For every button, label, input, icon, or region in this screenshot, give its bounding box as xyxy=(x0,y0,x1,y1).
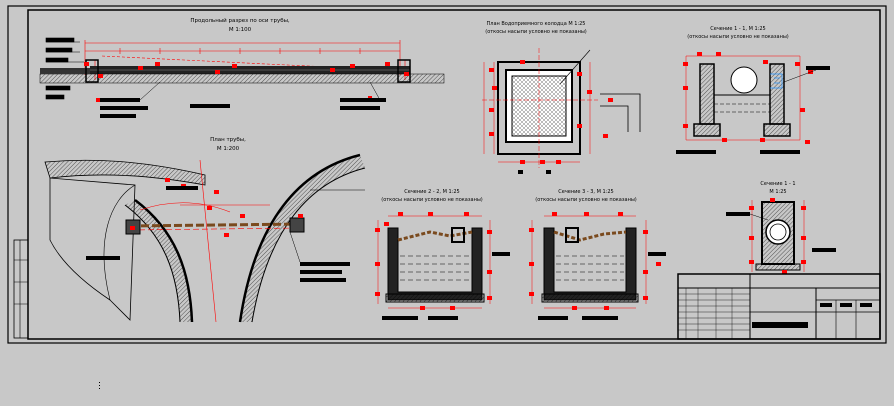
section-1-1-small: Сечение 1 - 1 М 1:25 xyxy=(726,181,836,274)
stray-marks xyxy=(99,382,100,389)
section-2-2-title: Сечение 2 - 2, М 1:25 xyxy=(404,189,459,195)
well-plan-title: План Водоприемного колодца М 1:25 xyxy=(486,21,585,27)
section-3-3-title: Сечение 3 - 3, М 1:25 xyxy=(558,189,613,195)
outer-frame xyxy=(7,5,887,344)
section-2-2: Сечение 2 - 2, М 1:25 (откосы насыпи усл… xyxy=(375,189,510,320)
longitudinal-title: Продольный разрез по оси трубы, xyxy=(190,17,290,24)
left-stamp-column xyxy=(13,239,29,339)
section-3-3: Сечение 3 - 3, М 1:25 (откосы насыпи усл… xyxy=(529,189,666,320)
section-1-1: Сечение 1 - 1, М 1:25 (откосы насыпи усл… xyxy=(676,26,830,154)
section-1-1-small-title: Сечение 1 - 1 xyxy=(760,181,795,187)
section-2-2-note: (откосы насыпи условно не показаны) xyxy=(381,197,483,203)
section-1-1-title: Сечение 1 - 1, М 1:25 xyxy=(710,26,765,32)
well-plan-note: (откосы насыпи условно не показаны) xyxy=(485,29,587,35)
longitudinal-scale: М 1:100 xyxy=(229,27,252,33)
pipe-plan-dimensions xyxy=(139,159,270,323)
pipe-plan-title: План трубы, xyxy=(210,137,246,143)
section-3-3-note: (откосы насыпи условно не показаны) xyxy=(535,197,637,203)
inner-frame xyxy=(27,9,881,340)
longitudinal-ground xyxy=(39,73,445,84)
section-1-1-note: (откосы насыпи условно не показаны) xyxy=(687,34,789,40)
section-1-1-small-scale: М 1:25 xyxy=(769,189,786,195)
title-block xyxy=(677,273,881,340)
longitudinal-callouts-left xyxy=(45,37,84,100)
longitudinal-callouts-bottom xyxy=(100,81,386,118)
blue-annotation xyxy=(770,73,783,89)
pipe-plan-scale: М 1:200 xyxy=(217,146,240,152)
well-plan: План Водоприемного колодца М 1:25 (откос… xyxy=(482,21,641,174)
longitudinal-section: Продольный разрез по оси трубы, М 1:100 xyxy=(39,17,445,118)
pipe-plan: План трубы, М 1:200 xyxy=(44,137,366,323)
